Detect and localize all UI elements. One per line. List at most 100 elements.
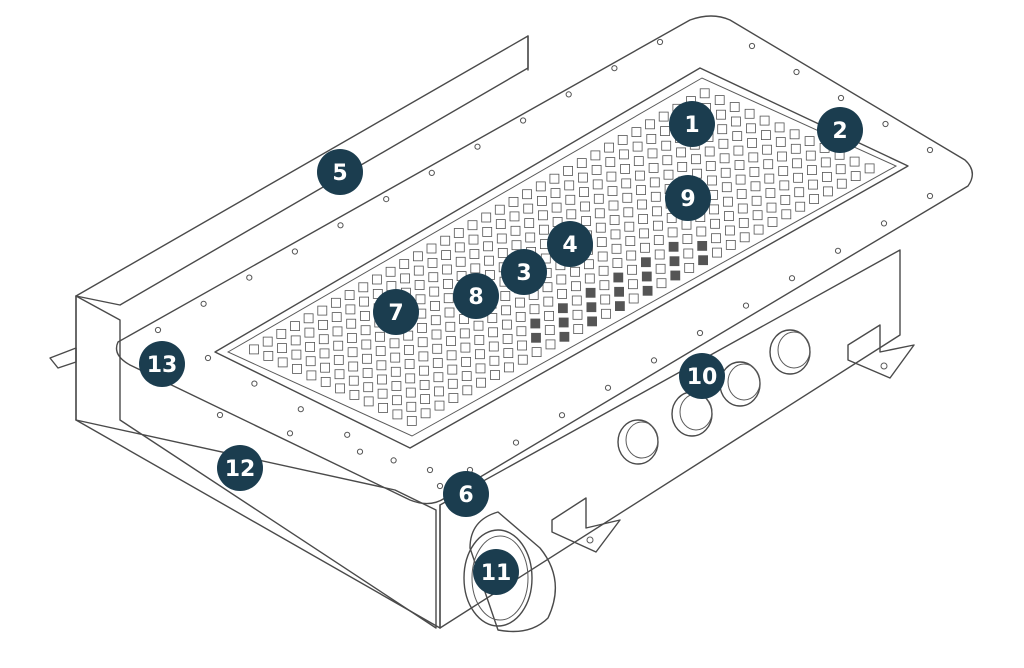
grate-hole <box>761 130 771 141</box>
grate-hole <box>639 228 649 239</box>
grate-hole <box>406 415 417 426</box>
grate-hole <box>306 370 317 381</box>
screw <box>837 94 845 102</box>
grate-hole <box>707 175 717 186</box>
grate-hole <box>509 211 520 222</box>
grate-hole <box>291 349 302 360</box>
grate-hole <box>517 340 527 351</box>
grate-hole <box>446 350 457 361</box>
grate-hole <box>637 199 647 210</box>
grate-hole <box>682 234 693 245</box>
screw <box>748 42 756 50</box>
grate-hole <box>420 394 431 405</box>
grate-hole <box>317 305 328 316</box>
grate-hole <box>290 321 300 332</box>
grate-hole <box>400 273 411 284</box>
grate-hole <box>333 354 344 365</box>
grate-hole <box>441 250 452 261</box>
grate-hole <box>318 319 328 330</box>
grate-hole <box>753 224 764 235</box>
grate-hole <box>429 286 440 297</box>
grate-hole <box>501 305 512 316</box>
grate-hole <box>503 348 514 359</box>
grate-hole <box>475 363 486 374</box>
callout-8: 8 <box>453 273 499 319</box>
grate-hole <box>790 143 801 154</box>
grate-hole <box>442 278 453 289</box>
grate-hole <box>650 191 661 202</box>
grate-hole <box>676 147 686 158</box>
grate-hole <box>418 351 429 362</box>
grate-hole <box>330 297 341 308</box>
screw <box>558 412 566 419</box>
callout-number: 11 <box>481 561 512 586</box>
grate-hole <box>774 122 785 133</box>
callout-badge <box>547 221 593 267</box>
grate-hole <box>432 358 443 368</box>
screw <box>291 248 298 255</box>
grate-hole <box>712 247 722 258</box>
grate-hole <box>600 294 611 305</box>
grate-hole <box>559 331 570 342</box>
grate-hole <box>417 322 427 333</box>
grate-hole <box>653 235 664 246</box>
grate-hole <box>566 209 577 220</box>
grate-hole <box>595 222 606 233</box>
grate-hole <box>467 220 478 231</box>
screw <box>356 448 364 455</box>
grate-hole <box>494 204 505 215</box>
grate-hole <box>667 227 678 238</box>
grate-hole <box>804 136 815 147</box>
grate-hole <box>496 233 507 244</box>
grate-hole <box>391 381 402 391</box>
screw <box>880 220 888 227</box>
grate-hole <box>572 309 583 320</box>
left-tab <box>49 347 77 369</box>
grate-hole <box>290 335 301 346</box>
grate-hole <box>612 258 623 269</box>
grate-hole <box>746 123 756 134</box>
grate-hole <box>631 127 642 137</box>
grate-hole <box>454 242 465 253</box>
screw <box>926 146 934 154</box>
screw <box>882 120 889 128</box>
callout-2: 2 <box>817 107 863 153</box>
screw <box>204 354 212 362</box>
screw <box>383 196 390 203</box>
grate-hole <box>529 304 540 315</box>
conduit-entry <box>769 329 811 375</box>
grate-hole <box>704 146 715 157</box>
grate-hole <box>551 202 562 213</box>
grate-hole <box>292 363 302 374</box>
grate-hole <box>361 339 372 350</box>
grate-hole <box>807 165 817 176</box>
grate-hole <box>419 379 430 390</box>
grate-hole <box>525 232 536 243</box>
grate-hole <box>809 194 819 204</box>
grate-hole <box>750 181 761 192</box>
grate-hole <box>725 225 735 236</box>
grate-hole <box>621 178 632 189</box>
grate-hole <box>601 308 611 319</box>
grate-hole <box>591 164 602 175</box>
grate-hole <box>766 202 777 213</box>
grate-hole <box>641 257 651 268</box>
grate-hole <box>359 310 370 321</box>
grate-hole <box>808 179 818 190</box>
callout-9: 9 <box>665 175 711 221</box>
flange-screws <box>154 38 934 490</box>
grate-hole <box>427 257 438 268</box>
callout-number: 2 <box>832 119 847 144</box>
grate-hole <box>699 88 710 99</box>
grate-hole <box>608 200 619 211</box>
body-front-wall <box>439 249 901 629</box>
grate-hole <box>440 235 451 246</box>
grate-hole <box>599 280 610 291</box>
grate-hole <box>648 162 659 173</box>
grate-hole <box>663 169 674 180</box>
screw <box>520 117 527 124</box>
grate-hole <box>375 346 386 357</box>
grate-hole <box>744 108 755 119</box>
grate-hole <box>515 297 525 308</box>
grate-hole <box>349 389 360 400</box>
